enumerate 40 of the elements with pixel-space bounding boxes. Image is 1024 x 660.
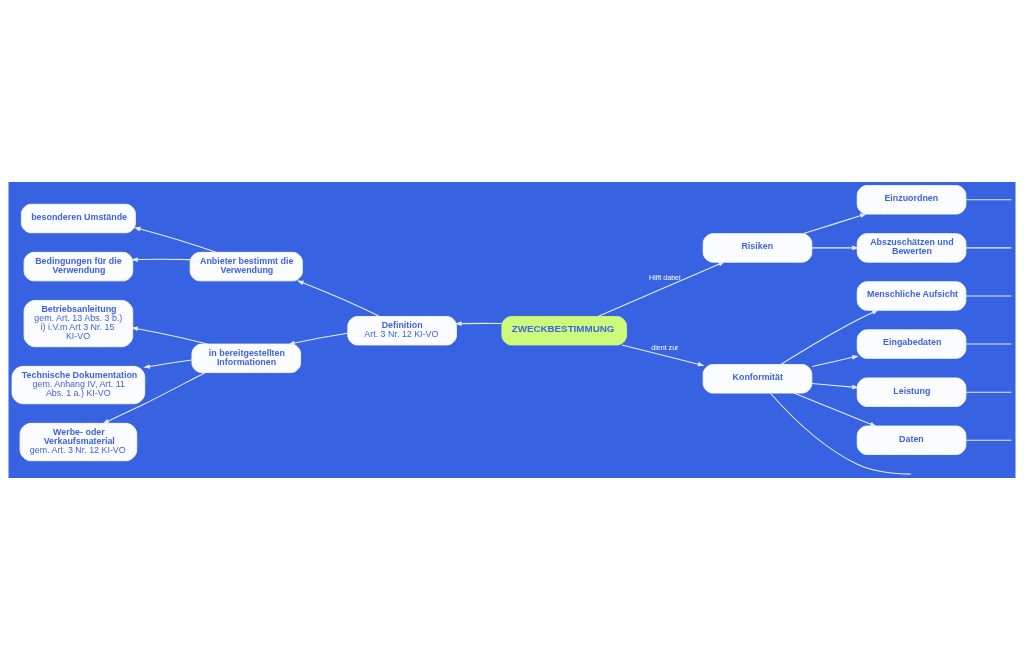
connector: [965, 343, 1012, 345]
node-box: Leistung: [856, 377, 967, 407]
node-box: Daten: [856, 425, 967, 455]
node-box: Technische Dokumentation gem. Anhang IV, Art. 11 Abs. 1 a.) KI-VO: [11, 365, 146, 405]
connector: [965, 247, 1012, 249]
arrow: [131, 257, 191, 262]
arrow: [288, 332, 349, 346]
node-box: Werbe- oder Verkaufsmaterial gem. Art. 3 Nr. 12 KI-VO: [19, 422, 138, 462]
arrow: [811, 383, 859, 390]
connector: [965, 295, 1012, 297]
arrow: [803, 213, 867, 235]
node-box: Anbieter bestimmt die Verwendung: [189, 251, 303, 282]
node-box: Eingabedaten: [856, 329, 967, 359]
node-box: ZWECKBESTIMMUNG: [501, 316, 627, 346]
node-box: besonderen Umstände: [20, 203, 136, 234]
node-box: Einzuordnen: [856, 185, 967, 215]
node-box: Betriebsanleitung gem. Art. 13 Abs. 3 b.) i) i.V.m Art 3 Nr. 15 KI-VO: [23, 300, 134, 348]
connector: [965, 199, 1012, 201]
arrow: [811, 245, 859, 251]
connector: [769, 392, 912, 475]
node-box: Konformität: [702, 364, 813, 394]
arrow: [143, 359, 193, 369]
node-box: Menschliche Aufsicht: [856, 281, 967, 311]
node-box: in bereitgestellten Informationen: [191, 343, 302, 374]
node-box: Risiken: [702, 233, 813, 263]
arrow: [133, 226, 217, 253]
arrow: [455, 321, 503, 326]
connector: [965, 391, 1012, 393]
node-box: Bedingungen für die Verwendung: [23, 251, 134, 282]
arrow: [780, 309, 879, 366]
connector: [965, 439, 1012, 441]
arrow: [296, 280, 380, 317]
arrow: [102, 372, 206, 424]
arrow: [131, 326, 208, 345]
arrow: [597, 261, 726, 317]
arrow: [793, 392, 877, 427]
arrow: [811, 355, 859, 368]
node-box: Abszuschätzen und Bewerten: [856, 233, 967, 263]
node-box: Definition Art. 3 Nr. 12 KI-VO: [347, 316, 457, 346]
arrow: [621, 344, 705, 367]
